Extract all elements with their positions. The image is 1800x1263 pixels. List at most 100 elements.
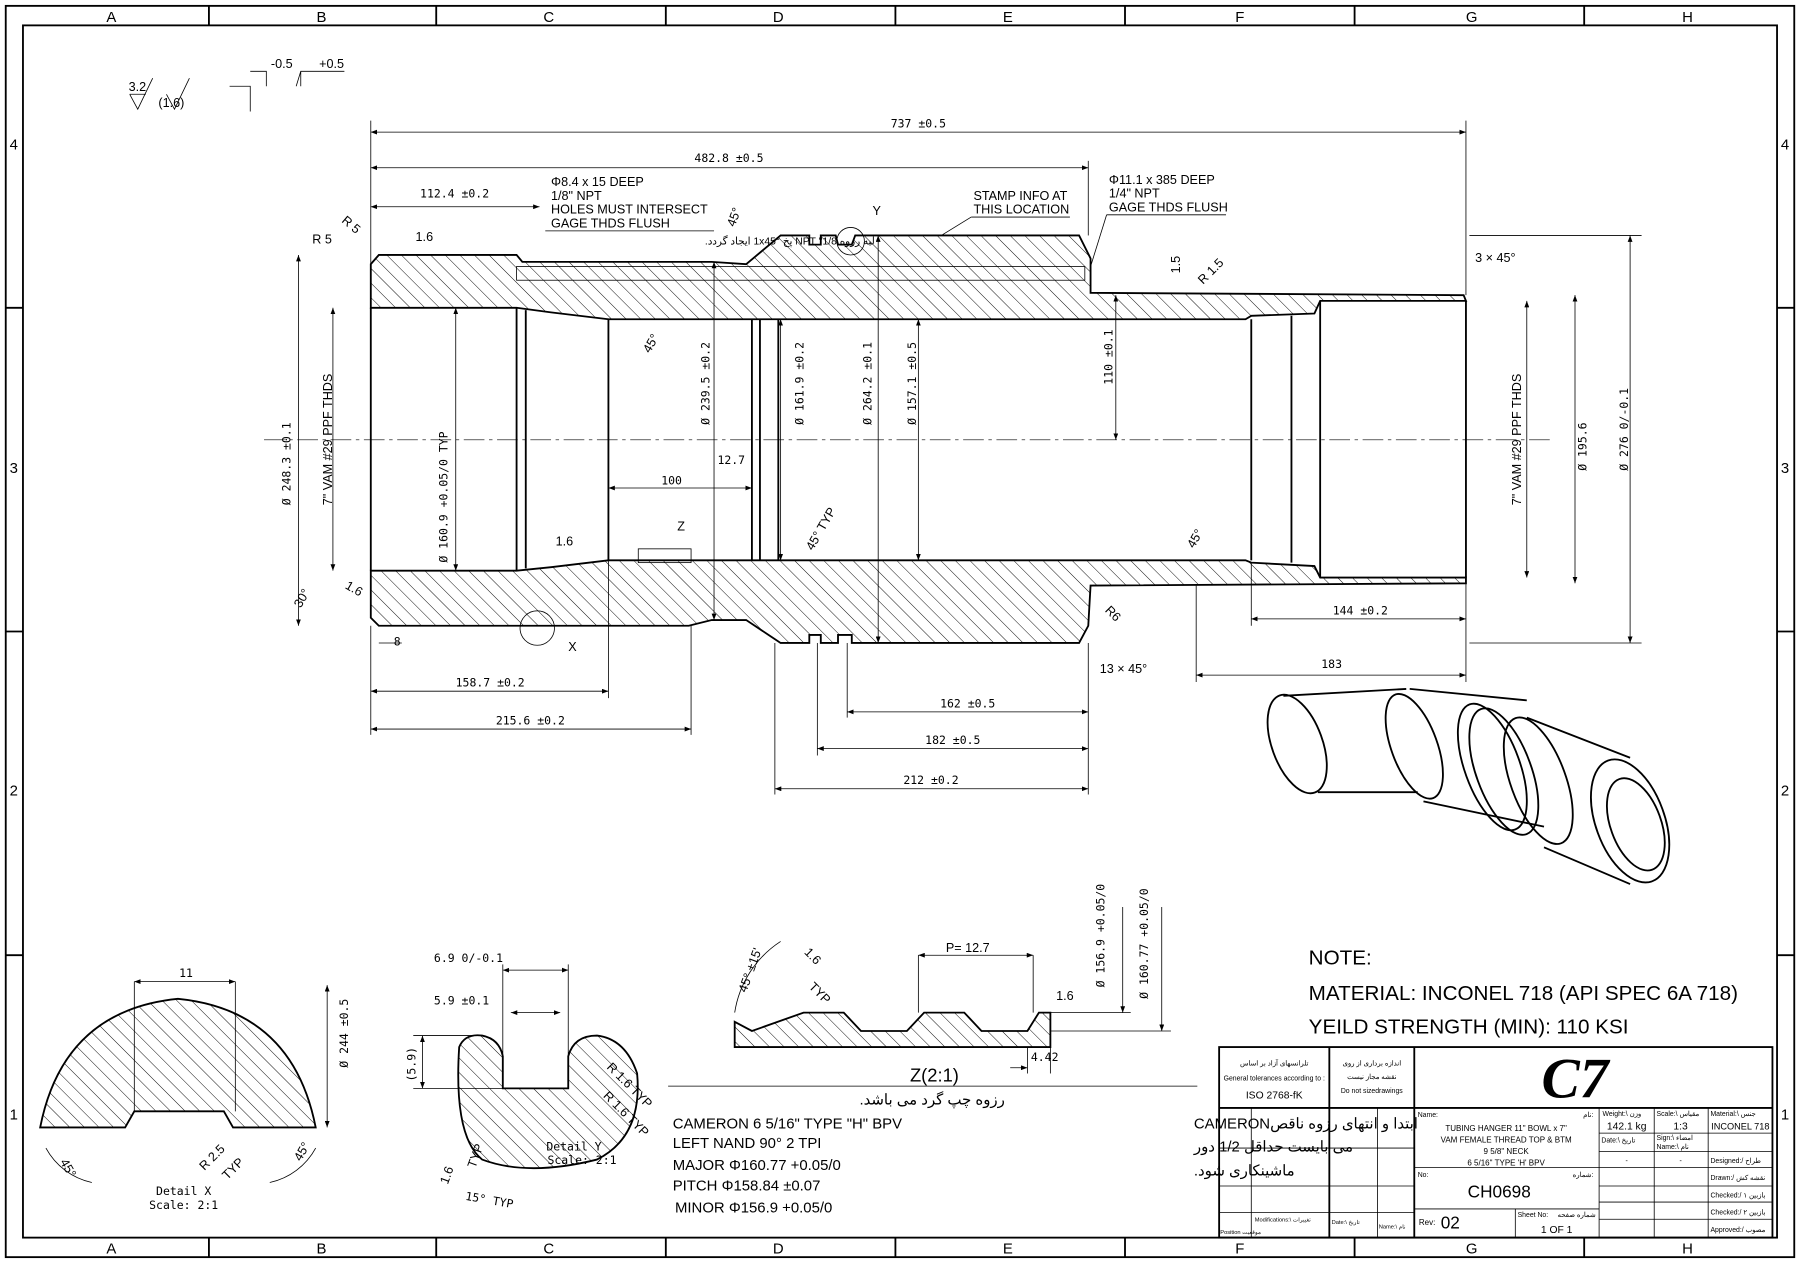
sheet-label-fa: شماره صفحه	[1558, 1211, 1596, 1219]
dim-12-7: 12.7	[717, 453, 745, 467]
revision: 02	[1441, 1212, 1460, 1232]
dim-r5-a: R 5	[339, 213, 363, 236]
zone-col-f-bottom: F	[1235, 1241, 1244, 1258]
isometric-view	[1266, 687, 1671, 885]
thread-note-line: LEFT NAND 90° 2 TPI	[673, 1135, 822, 1152]
main-section-view	[264, 227, 1550, 646]
zone-col-c: C	[543, 9, 554, 26]
dim-110: 110 ±0.1	[1101, 329, 1115, 384]
dim-162: 162 ±0.5	[940, 696, 995, 710]
angle-45-top: 45°	[724, 206, 744, 229]
detail-x-label: X	[568, 640, 577, 654]
dim-112: 112.4 ±0.2	[420, 187, 489, 201]
title-block: تلرانسهای آزاد بر اساس General tolerance…	[1218, 1046, 1774, 1239]
note-line: 1/4" NPT	[1109, 187, 1160, 201]
detail-x-dia-244: Ø 244 ±0.5	[337, 999, 351, 1068]
detail-y-dim-5-9: 5.9 ±0.1	[434, 994, 489, 1008]
dia-276: Ø 276 0/-0.1	[1617, 388, 1631, 471]
finish-1-6-b: 1.6	[556, 534, 574, 548]
dim-1-5: 1.5	[1169, 256, 1183, 274]
thread-note-line: MAJOR Φ160.77 +0.05/0	[673, 1157, 841, 1174]
dim-100: 100	[661, 474, 682, 488]
detail-z: 45° ±15' 1.6 TYP P= 12.7 1.6 Ø 156.9 +0.…	[668, 884, 1198, 1087]
dia-239-5: Ø 239.5 ±0.2	[698, 342, 712, 425]
drawing-code: C7	[1542, 1048, 1611, 1111]
dim-215-6: 215.6 ±0.2	[496, 713, 565, 727]
zone-col-c-bottom: C	[543, 1241, 554, 1258]
detail-y-dim-6-9: 6.9 0/-0.1	[434, 951, 503, 965]
detail-x-angle-right: 45°	[291, 1140, 313, 1164]
zone-col-d: D	[773, 9, 784, 26]
finish-1-6-c: 1.6	[343, 578, 365, 599]
drawing-frame	[4, 4, 1796, 1259]
zone-col-f: F	[1235, 9, 1244, 26]
finish-other: (1.6)	[158, 96, 184, 110]
role-designed: Designed:/ طراح	[1710, 1157, 1761, 1165]
number-label-fa: شماره:	[1573, 1171, 1594, 1179]
surface-finish-icon	[129, 78, 154, 111]
surface-finish-symbols: 3.2 (1.6) -0.5 +0.5	[129, 57, 345, 112]
thread-note-persian: ماشینکاری شود.	[1194, 1163, 1295, 1180]
note-line: GAGE THDS FLUSH	[1109, 200, 1228, 214]
thread-notes: رزوه چپ گرد می باشد. CAMERON 6 5/16" TYP…	[673, 1090, 1418, 1216]
weight-label: Weight:\ وزن	[1603, 1111, 1642, 1118]
tol-plus: +0.5	[319, 57, 344, 71]
detail-x: 11 Ø 244 ±0.5 45° 45° R 2.5 TYP Detail X…	[39, 966, 351, 1212]
detail-x-callout	[519, 610, 555, 646]
chamfer-3x45: 3 × 45°	[1475, 251, 1515, 265]
note-line: 1/8" NPT	[551, 189, 602, 203]
thread-note-line: CAMERON 6 5/16" TYPE "H" BPV	[673, 1116, 902, 1133]
tol-minus: -0.5	[271, 57, 293, 71]
dim-158-7: 158.7 ±0.2	[456, 676, 525, 690]
scale-value: 1:3	[1673, 1122, 1688, 1133]
angle-45-right: 45°	[1184, 527, 1206, 551]
detail-z-dia-156-9: Ø 156.9 +0.05/0	[1093, 884, 1107, 988]
zone-col-g-bottom: G	[1466, 1241, 1478, 1258]
zone-col-h: H	[1682, 9, 1693, 26]
finish-1-6-a: 1.6	[416, 230, 434, 244]
scale-label: Scale:\ مقیاس	[1657, 1110, 1700, 1118]
part-name-line: TUBING HANGER 11" BOWL x 7"	[1445, 1124, 1567, 1133]
zone-row-4: 4	[10, 136, 18, 153]
detail-z-finish-a: 1.6	[801, 945, 823, 967]
zone-col-b: B	[316, 9, 326, 26]
dia-160-9: Ø 160.9 +0.05/0 TYP	[437, 431, 451, 562]
note-hole-right: Φ11.1 x 385 DEEP 1/4" NPT GAGE THDS FLUS…	[1090, 173, 1228, 267]
finish-value: 3.2	[129, 80, 147, 94]
dia-248: Ø 248.3 ±0.1	[279, 422, 293, 505]
dim-overall-length: 737 ±0.5	[891, 117, 946, 131]
notes-heading: NOTE:	[1309, 946, 1372, 969]
name-label-fa: نام:	[1583, 1111, 1593, 1119]
zone-row-1: 1	[10, 1106, 18, 1123]
thread-spec-right: 7" VAM #29 PPF THDS	[1510, 374, 1524, 506]
lower-wall-section	[369, 559, 1467, 644]
note-line: Φ11.1 x 385 DEEP	[1109, 173, 1215, 187]
dim-482: 482.8 ±0.5	[694, 151, 763, 165]
dia-161-9: Ø 161.9 ±0.2	[793, 342, 807, 425]
no-scale-label: Do not sizedrawings	[1341, 1088, 1403, 1095]
dia-195-6: Ø 195.6	[1575, 422, 1589, 470]
surface-finish-icon	[166, 78, 190, 111]
dim-r6: R6	[1102, 603, 1123, 624]
zone-col-b-bottom: B	[316, 1241, 326, 1258]
dim-144: 144 ±0.2	[1333, 603, 1388, 617]
thread-note-line: PITCH Φ158.84 ±0.07	[673, 1178, 821, 1195]
part-name-line: 6 5/16" TYPE 'H' BPV	[1467, 1158, 1545, 1167]
part-name-line: VAM FEMALE THREAD TOP & BTM	[1441, 1135, 1572, 1144]
zone-row-2-right: 2	[1781, 783, 1789, 800]
role-checked-2: Checked:/ بازبین ۲	[1710, 1209, 1765, 1217]
zone-row-1-right: 1	[1781, 1106, 1789, 1123]
role-drawn: Drawn:/ نقشه کش	[1710, 1174, 1765, 1182]
thread-note-line: MINOR Φ156.9 +0.05/0	[675, 1199, 832, 1216]
detail-x-dim-11: 11	[179, 966, 193, 980]
number-label: No:	[1418, 1172, 1429, 1179]
upper-wall-section	[369, 234, 1468, 321]
material-value: INCONEL 718	[1711, 1122, 1769, 1132]
angle-30: 30°	[291, 587, 313, 611]
no-scale-fa-1: اندازه برداری از روی	[1342, 1059, 1401, 1067]
no-scale-fa-2: نقشه مجاز نیست	[1347, 1073, 1397, 1081]
rev-date-label: Date:\ تاریخ	[1332, 1219, 1361, 1226]
material-label: Material:\ جنس	[1710, 1111, 1755, 1118]
notes-yield: YEILD STRENGTH (MIN): 110 KSI	[1309, 1015, 1629, 1038]
